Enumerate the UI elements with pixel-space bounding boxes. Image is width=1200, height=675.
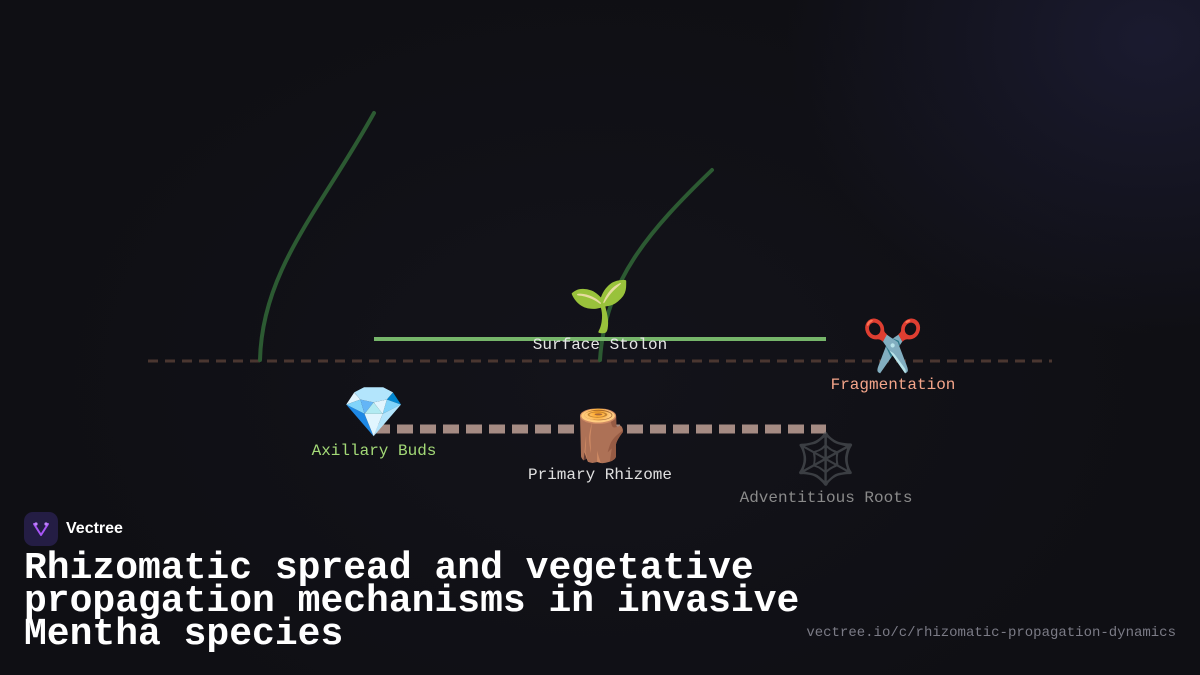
seedling-icon: 🌱	[568, 277, 632, 335]
node-adventitious-roots: 🕸️ Adventitious Roots	[740, 431, 913, 507]
v-logo-icon	[24, 512, 58, 546]
node-primary-rhizome: 🪵 Primary Rhizome	[528, 408, 672, 484]
shoot-left	[258, 111, 376, 362]
brand[interactable]: Vectree	[24, 512, 123, 546]
web-icon: 🕸️	[794, 430, 858, 488]
brand-name: Vectree	[66, 520, 123, 537]
node-fragmentation: ✂️ Fragmentation	[831, 318, 956, 394]
scissors-icon: ✂️	[861, 317, 925, 375]
log-icon: 🪵	[568, 407, 632, 465]
gem-icon: 💎	[342, 383, 406, 441]
primary-rhizome-label: Primary Rhizome	[527, 466, 673, 484]
fragmentation-label: Fragmentation	[830, 376, 956, 394]
node-axillary-buds: 💎 Axillary Buds	[312, 384, 437, 460]
shoot-right	[598, 168, 714, 362]
page-title: Rhizomatic spread and vegetative propaga…	[24, 547, 800, 656]
adventitious-roots-label: Adventitious Roots	[739, 489, 913, 507]
node-surface-stolon: 🌱 Surface Stolon	[533, 278, 667, 354]
source-url[interactable]: vectree.io/c/rhizomatic-propagation-dyna…	[806, 625, 1176, 641]
surface-stolon-label: Surface Stolon	[532, 336, 668, 354]
axillary-buds-label: Axillary Buds	[311, 442, 437, 460]
